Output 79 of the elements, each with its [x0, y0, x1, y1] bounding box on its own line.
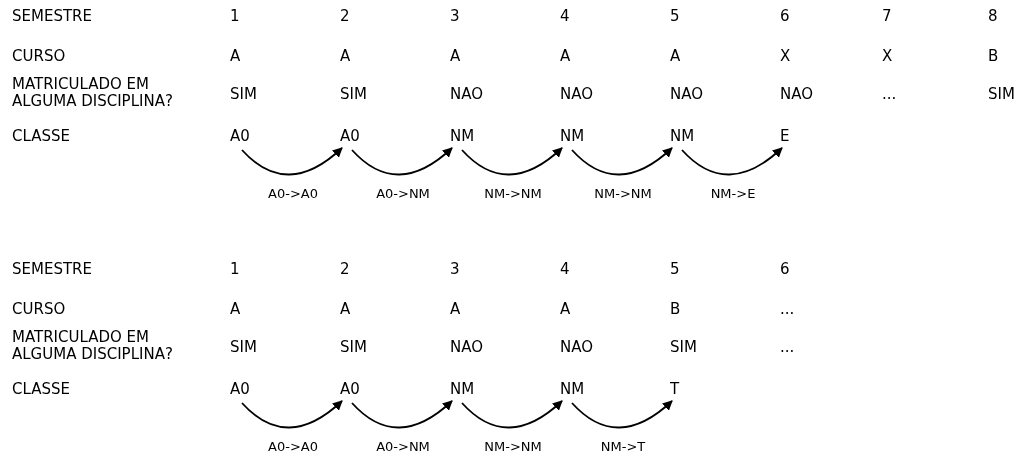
table-value: A: [450, 301, 461, 318]
table-value: NAO: [450, 86, 484, 103]
class-label: NM: [560, 128, 585, 145]
curved-arrow: [241, 147, 343, 176]
table-value: ...: [780, 339, 795, 356]
table-value: 1: [230, 8, 240, 25]
curved-arrow: [681, 147, 783, 176]
table-value: 8: [988, 8, 998, 25]
table-value: SIM: [988, 86, 1015, 103]
table-value: A: [230, 301, 241, 318]
table-value: 1: [230, 261, 240, 278]
table-value: 4: [560, 8, 570, 25]
edge-label: NM->NM: [484, 439, 542, 454]
table-value: A: [450, 48, 461, 65]
table-value: 6: [780, 261, 790, 278]
table-value: 5: [670, 8, 680, 25]
curved-arrow: [571, 400, 673, 429]
table-value: X: [882, 48, 893, 65]
table-value: NAO: [450, 339, 484, 356]
row-header: MATRICULADO EM ALGUMA DISCIPLINA?: [12, 329, 174, 363]
curved-arrow: [461, 400, 563, 429]
table-value: NAO: [560, 339, 594, 356]
table-value: SIM: [230, 339, 257, 356]
curved-arrow: [461, 147, 563, 176]
edge-label: NM->T: [600, 439, 646, 454]
table-value: 5: [670, 261, 680, 278]
table-value: B: [988, 48, 999, 65]
row-header: SEMESTRE: [12, 261, 92, 278]
table-value: X: [780, 48, 791, 65]
table-value: SIM: [340, 86, 367, 103]
curved-arrow: [351, 400, 453, 429]
curved-arrow: [571, 147, 673, 176]
table-value: A: [560, 301, 571, 318]
table-value: A: [670, 48, 681, 65]
edge-label: A0->A0: [268, 186, 318, 201]
class-label: NM: [450, 381, 475, 398]
row-header: CURSO: [12, 301, 66, 318]
table-value: SIM: [670, 339, 697, 356]
class-label: A0: [230, 381, 250, 398]
table-value: 3: [450, 261, 460, 278]
table-value: SIM: [230, 86, 257, 103]
row-header: MATRICULADO EM ALGUMA DISCIPLINA?: [12, 76, 174, 110]
row-header: CLASSE: [12, 128, 70, 145]
row-header: CURSO: [12, 48, 66, 65]
table-value: A: [560, 48, 571, 65]
edge-label: NM->E: [710, 186, 756, 201]
table-value: NAO: [670, 86, 704, 103]
table-value: ...: [780, 301, 795, 318]
edge-label: A0->NM: [376, 186, 430, 201]
table-value: 4: [560, 261, 570, 278]
row-header: CLASSE: [12, 381, 70, 398]
class-label: NM: [670, 128, 695, 145]
edge-label: NM->NM: [484, 186, 542, 201]
table-value: A: [340, 48, 351, 65]
table-value: 3: [450, 8, 460, 25]
class-label: A0: [230, 128, 250, 145]
table-value: ...: [882, 86, 897, 103]
edge-label: A0->NM: [376, 439, 430, 454]
table-value: NAO: [780, 86, 814, 103]
class-label: E: [780, 128, 790, 145]
class-label: T: [670, 381, 680, 398]
table-value: A: [230, 48, 241, 65]
table-value: B: [670, 301, 681, 318]
table-value: 7: [882, 8, 892, 25]
table-value: A: [340, 301, 351, 318]
table-value: 6: [780, 8, 790, 25]
table-value: SIM: [340, 339, 367, 356]
curved-arrow: [241, 400, 343, 429]
class-label: A0: [340, 381, 360, 398]
edge-label: NM->NM: [594, 186, 652, 201]
table-value: NAO: [560, 86, 594, 103]
edge-label: A0->A0: [268, 439, 318, 454]
table-value: 2: [340, 261, 350, 278]
class-label: NM: [560, 381, 585, 398]
curved-arrow: [351, 147, 453, 176]
row-header: SEMESTRE: [12, 8, 92, 25]
class-label: A0: [340, 128, 360, 145]
table-value: 2: [340, 8, 350, 25]
class-label: NM: [450, 128, 475, 145]
